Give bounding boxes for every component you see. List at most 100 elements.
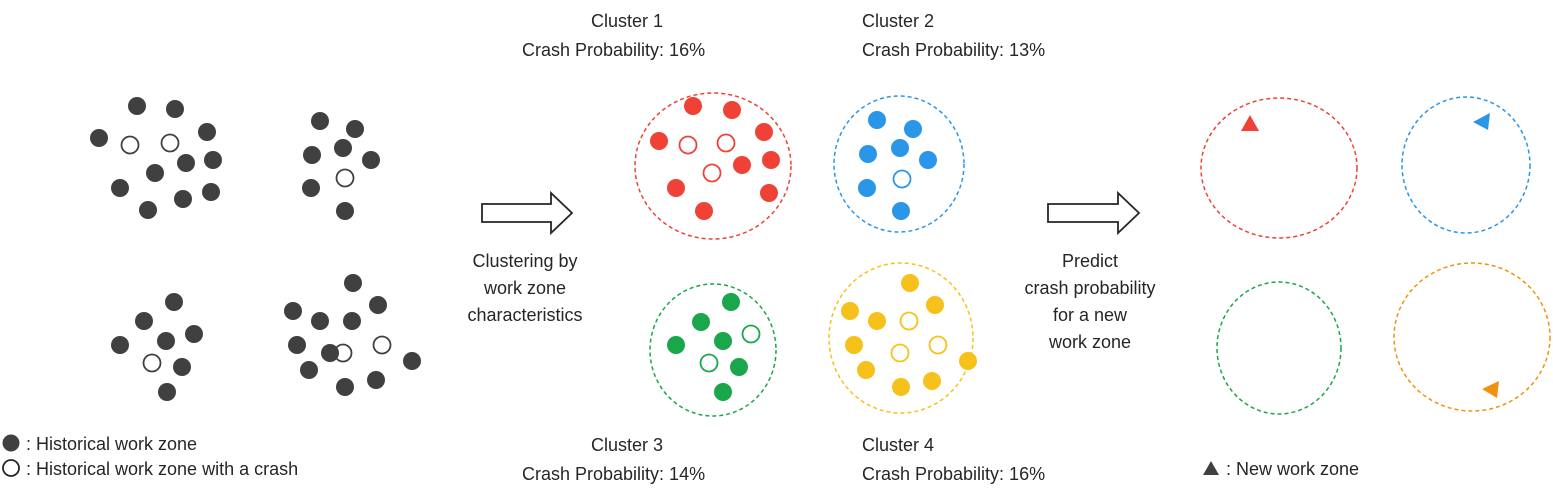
legend-historical-crash-text: : Historical work zone with a crash bbox=[26, 459, 299, 479]
cluster-4-crash-point bbox=[928, 335, 948, 355]
clustering-step-line-3: characteristics bbox=[467, 305, 583, 325]
cluster-3-boundary bbox=[649, 283, 777, 417]
cluster-3-name: Cluster 3 bbox=[590, 435, 664, 455]
new-work-zone-triangle-icon bbox=[1482, 381, 1499, 398]
cluster-4-crash-point bbox=[899, 311, 919, 331]
historical-group-3-point bbox=[165, 293, 183, 311]
historical-group-2-crash-point bbox=[335, 168, 355, 188]
cluster-1-crash-point bbox=[702, 163, 722, 183]
clustering-step-line-1: Clustering by bbox=[472, 251, 578, 271]
historical-group-1-point bbox=[128, 97, 146, 115]
cluster-2-point bbox=[892, 202, 910, 220]
cluster-2-point bbox=[891, 139, 909, 157]
historical-group-2-point bbox=[303, 146, 321, 164]
filled-circle-icon bbox=[2, 434, 20, 452]
cluster-4-point bbox=[857, 361, 875, 379]
legend-historical: : Historical work zone bbox=[1, 431, 197, 458]
cluster-2-point bbox=[919, 151, 937, 169]
historical-group-4-point bbox=[367, 371, 385, 389]
cluster-3-label: Cluster 3 Crash Probability: 14% bbox=[522, 431, 732, 489]
historical-group-1-point bbox=[177, 154, 195, 172]
new-work-zone-triangle-icon bbox=[1241, 115, 1259, 131]
arrow-right-icon bbox=[481, 190, 574, 236]
historical-group-2-point bbox=[311, 112, 329, 130]
predict-step-line-1: Predict bbox=[1061, 251, 1119, 271]
cluster-1-crash-point bbox=[678, 135, 698, 155]
cluster-2-point bbox=[859, 145, 877, 163]
cluster-1-point bbox=[650, 132, 668, 150]
legend-historical-crash: : Historical work zone with a crash bbox=[1, 456, 298, 483]
cluster-1-label: Cluster 1 Crash Probability: 16% bbox=[522, 7, 732, 65]
historical-group-4-point bbox=[403, 352, 421, 370]
cluster-1-crash-point bbox=[716, 133, 736, 153]
cluster-4-crash-point bbox=[890, 343, 910, 363]
cluster-3-crash-point bbox=[699, 353, 719, 373]
historical-group-4-point bbox=[288, 336, 306, 354]
cluster-4-point bbox=[959, 352, 977, 370]
predict-step-line-3: for a new bbox=[1052, 305, 1128, 325]
cluster-4-point bbox=[926, 296, 944, 314]
cluster-2-point bbox=[868, 111, 886, 129]
cluster-2-point bbox=[904, 120, 922, 138]
historical-group-1-point bbox=[146, 164, 164, 182]
clustering-step-line-2: work zone bbox=[483, 278, 567, 298]
new-zone-cluster-3-boundary bbox=[1216, 281, 1342, 415]
cluster-2-name: Cluster 2 bbox=[862, 11, 935, 31]
cluster-3-probability: Crash Probability: 14% bbox=[522, 464, 706, 484]
historical-group-4-point bbox=[284, 302, 302, 320]
historical-group-4-point bbox=[343, 312, 361, 330]
historical-group-1-point bbox=[198, 123, 216, 141]
cluster-1-point bbox=[667, 179, 685, 197]
new-zone-cluster-1-boundary bbox=[1200, 97, 1358, 239]
historical-group-1-point bbox=[204, 151, 222, 169]
cluster-1-name: Cluster 1 bbox=[590, 11, 664, 31]
historical-group-3-point bbox=[157, 332, 175, 350]
cluster-1-point bbox=[733, 156, 751, 174]
predict-step-line-2: crash probability bbox=[1024, 278, 1156, 298]
new-zone-cluster-2-boundary bbox=[1401, 96, 1531, 234]
hollow-circle-icon bbox=[2, 459, 20, 477]
predict-step-label: Predict crash probability for a new work… bbox=[1005, 248, 1175, 356]
cluster-4-point bbox=[892, 378, 910, 396]
historical-group-3-point bbox=[111, 336, 129, 354]
cluster-1-boundary bbox=[634, 92, 792, 240]
cluster-1-point bbox=[684, 97, 702, 115]
cluster-3-point bbox=[667, 336, 685, 354]
cluster-4-point bbox=[841, 302, 859, 320]
historical-group-4-point bbox=[344, 274, 362, 292]
cluster-3-point bbox=[714, 383, 732, 401]
historical-group-1-point bbox=[111, 179, 129, 197]
historical-group-3-point bbox=[173, 358, 191, 376]
historical-group-1-point bbox=[202, 183, 220, 201]
cluster-4-point bbox=[901, 274, 919, 292]
cluster-3-point bbox=[722, 293, 740, 311]
historical-group-3-point bbox=[158, 383, 176, 401]
cluster-2-label: Cluster 2 Crash Probability: 13% bbox=[862, 7, 1072, 65]
cluster-3-crash-point bbox=[741, 324, 761, 344]
cluster-3-point bbox=[730, 358, 748, 376]
legend-new-zone: : New work zone bbox=[1201, 456, 1359, 483]
cluster-4-point bbox=[923, 372, 941, 390]
historical-group-2-point bbox=[346, 120, 364, 138]
historical-group-4-point bbox=[311, 312, 329, 330]
cluster-4-boundary bbox=[828, 262, 974, 414]
historical-group-2-point bbox=[334, 139, 352, 157]
cluster-3-point bbox=[692, 313, 710, 331]
cluster-4-probability: Crash Probability: 16% bbox=[862, 464, 1046, 484]
historical-group-1-point bbox=[174, 190, 192, 208]
historical-group-4-crash-point bbox=[372, 335, 392, 355]
legend-new-zone-text: : New work zone bbox=[1226, 459, 1360, 479]
cluster-1-point bbox=[723, 101, 741, 119]
historical-group-1-crash-point bbox=[160, 133, 180, 153]
cluster-3-point bbox=[714, 332, 732, 350]
historical-group-2-point bbox=[336, 202, 354, 220]
cluster-4-point bbox=[845, 336, 863, 354]
triangle-icon bbox=[1203, 461, 1219, 475]
historical-group-1-point bbox=[166, 100, 184, 118]
cluster-4-label: Cluster 4 Crash Probability: 16% bbox=[862, 431, 1072, 489]
cluster-2-crash-point bbox=[892, 169, 912, 189]
new-zone-cluster-4-boundary bbox=[1393, 262, 1551, 412]
historical-group-3-point bbox=[185, 325, 203, 343]
